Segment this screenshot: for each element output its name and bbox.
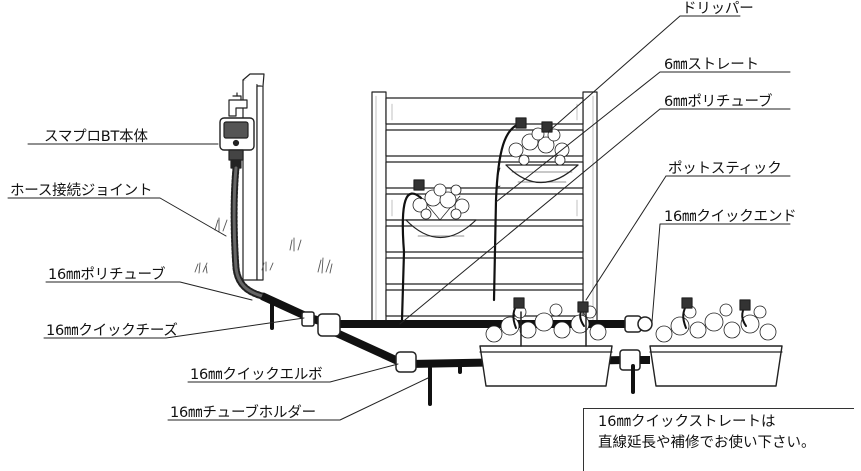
leader-poly6 bbox=[399, 108, 791, 325]
hanging-basket-left bbox=[401, 179, 477, 254]
label-16mm-quick-tee: 16㎜クイックチーズ bbox=[46, 323, 178, 339]
label-dripper: ドリッパー bbox=[682, 1, 754, 17]
leader-lines bbox=[7, 15, 791, 421]
leader-pot-stick bbox=[585, 175, 791, 301]
leader-quick-end bbox=[651, 223, 791, 323]
note-box bbox=[583, 408, 854, 471]
label-6mm-poly-tube: 6㎜ポリチューブ bbox=[664, 94, 773, 110]
leader-quick-elbow bbox=[187, 363, 399, 383]
leader-straight6 bbox=[495, 71, 791, 203]
quick-tee-2 bbox=[619, 315, 642, 371]
leader-quick-tee bbox=[43, 317, 305, 339]
label-16mm-quick-end: 16㎜クイックエンド bbox=[664, 209, 797, 225]
quick-tee bbox=[301, 311, 341, 337]
leader-poly16 bbox=[45, 281, 253, 301]
leader-tube-holder bbox=[167, 377, 429, 421]
riser-tube-left bbox=[400, 250, 406, 322]
label-pot-stick: ポットスティック bbox=[668, 161, 782, 177]
faucet bbox=[228, 92, 248, 117]
quick-end bbox=[637, 316, 653, 332]
planter-right bbox=[649, 297, 783, 387]
tube-holders bbox=[270, 298, 635, 406]
note-line-2: 直線延長や補修でお使い下さい。 bbox=[598, 435, 816, 451]
label-16mm-quick-elbow: 16㎜クイックエルボ bbox=[190, 367, 323, 383]
label-smapro-bt: スマプロBT本体 bbox=[44, 129, 148, 145]
hanging-basket-right bbox=[492, 117, 579, 302]
fence-illustration bbox=[371, 91, 598, 325]
label-16mm-tube-holder: 16㎜チューブホルダー bbox=[170, 405, 316, 421]
leader-dripper bbox=[547, 15, 741, 133]
leader-hose-joint bbox=[7, 197, 227, 237]
note-line-1: 16㎜クイックストレートは bbox=[598, 414, 776, 430]
label-6mm-straight: 6㎜ストレート bbox=[664, 57, 759, 73]
planter-left bbox=[479, 297, 613, 387]
note-text: 16㎜クイックストレートは 直線延長や補修でお使い下さい。 bbox=[598, 412, 861, 454]
label-16mm-poly-tube: 16㎜ポリチューブ bbox=[48, 267, 166, 283]
quick-elbow bbox=[395, 351, 417, 373]
grass bbox=[194, 217, 333, 274]
label-hose-joint: ホース接続ジョイント bbox=[10, 183, 153, 199]
smapro-bt-device bbox=[219, 117, 255, 169]
